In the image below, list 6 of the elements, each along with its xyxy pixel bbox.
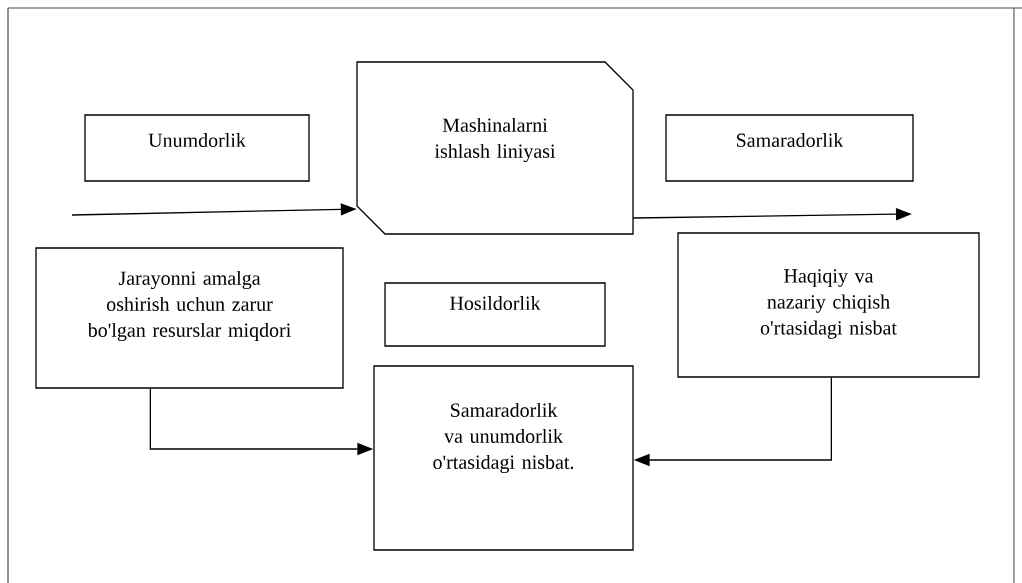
text-box: Unumdorlik <box>84 114 310 182</box>
text-box: Hosildorlik <box>384 282 606 347</box>
text-box: Jarayonni amalga oshirish uchun zarur bo'lgan resurslar miqdori <box>35 247 344 389</box>
text-box: Haqiqiy va nazariy chiqish o'rtasidagi nisbat <box>677 232 980 378</box>
text-box: Samaradorlik <box>665 114 914 182</box>
text-box: Samaradorlik va unumdorlik o'rtasidagi nisbat. <box>373 365 634 551</box>
